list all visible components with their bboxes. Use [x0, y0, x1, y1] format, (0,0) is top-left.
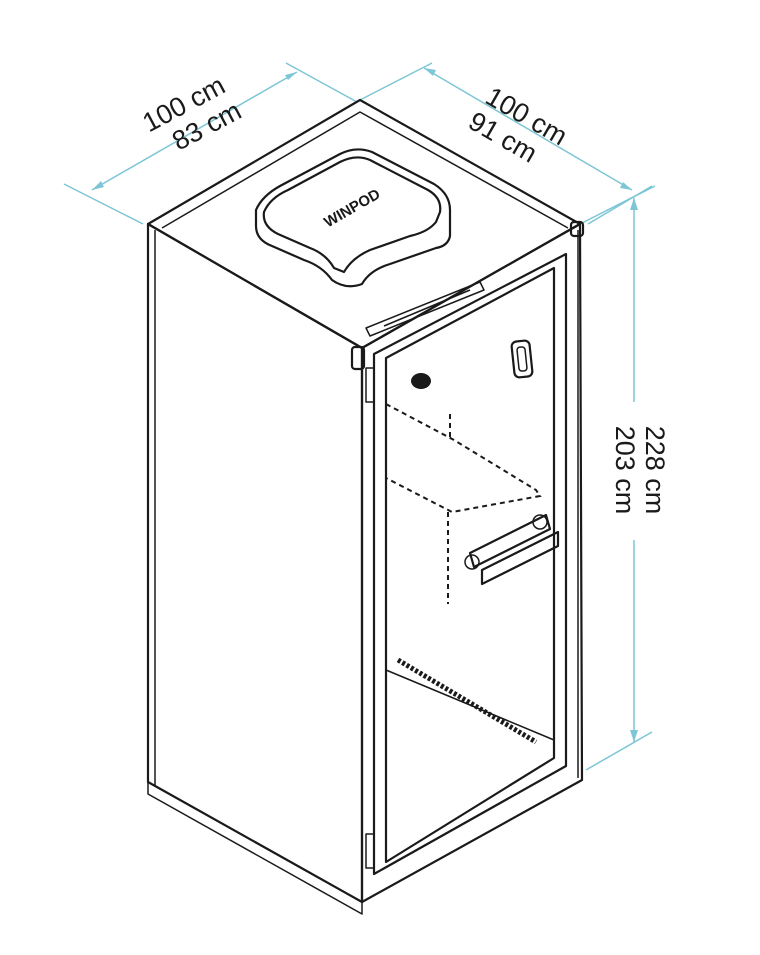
floor-back-line: [385, 669, 555, 741]
height-outer-label: 228 cm: [640, 426, 670, 515]
wall-vent-icon: [510, 339, 534, 379]
depth-arrow-right: [620, 182, 632, 190]
dimension-lines: [63, 62, 656, 771]
brand-logo-text: WINPOD: [321, 186, 383, 232]
height-label: 228 cm 203 cm: [610, 426, 670, 515]
booth-front-frame: [360, 222, 584, 904]
depth-dimension-line: [423, 67, 633, 191]
roof-unit-housing: [254, 148, 452, 288]
width-extension-left: [63, 183, 144, 225]
width-arrow-left: [92, 181, 104, 190]
depth-extension-left: [359, 62, 433, 101]
booth-base-plinth: [147, 782, 363, 915]
floor-vent-strip: [396, 657, 538, 745]
corner-cap-left: [350, 345, 366, 371]
door-hinge-bottom: [365, 833, 375, 869]
door-outer-frame: [372, 252, 568, 876]
height-arrow-bottom: [630, 730, 638, 742]
door-handle-icon[interactable]: [464, 513, 560, 586]
booth-left-panel: [146, 222, 364, 904]
width-extension-right: [285, 62, 358, 103]
depth-arrow-left: [424, 68, 436, 76]
wall-vent-inner: [516, 346, 528, 372]
width-dimension-line: [91, 71, 298, 191]
width-arrow-right: [285, 72, 297, 80]
door-inner-frame: [384, 266, 556, 864]
door-closer-arm: [383, 289, 471, 327]
height-extension-bottom: [585, 731, 653, 771]
roof-unit-top: [262, 156, 442, 274]
booth-body: [146, 98, 585, 915]
door-closer-icon: [365, 281, 485, 337]
brand-logo: WINPOD: [321, 186, 383, 232]
corner-cap-right: [569, 220, 585, 238]
width-label: 100 cm 83 cm: [138, 70, 247, 156]
depth-label: 100 cm 91 cm: [463, 81, 572, 168]
ceiling-light-icon: [411, 373, 431, 389]
height-inner-label: 203 cm: [610, 426, 640, 515]
desk-outline: [385, 403, 542, 514]
door-hinge-top: [365, 367, 375, 403]
glass-door[interactable]: [365, 252, 568, 876]
booth-interior: [385, 339, 555, 862]
booth-top-rim: [161, 111, 569, 229]
height-arrow-top: [630, 198, 638, 210]
height-extension-top: [587, 185, 653, 225]
roof-ventilation-unit: WINPOD: [254, 148, 452, 288]
